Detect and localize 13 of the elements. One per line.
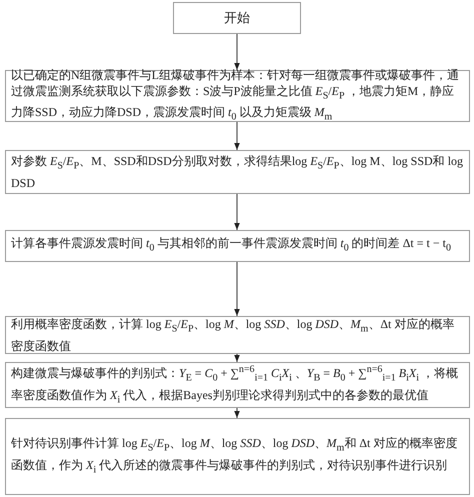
process-box: 针对待识别事件计算 log E$_{S}$/E$_{P}$、log M、log SSD、log DSD、M$_{m}$和 Δt 对应的概率密度函数值，作为 X$_{i}$ 代入所述的微震事件与爆破事件的判别式，对待识别事件进行识别 [5,418,470,495]
arrow [234,354,240,362]
process-box: 以已确定的N组微震事件与L组爆破事件为样本：针对每一组微震事件或爆破事件，通过微震监测系统获取以下震源参数：S波与P波能量之比值 E$_{S}$/E$_{P}$ ，地震力矩M，静应力降SSD，动应力降DSD，震源发震时间 t$_{0}$ 以及力矩震级 M$_{m}$ [5,70,470,122]
arrow [234,34,240,70]
start-box: 开始 [173,2,301,34]
arrow [234,262,240,316]
arrow [234,122,240,150]
arrow [234,194,240,230]
arrow [234,408,240,418]
process-box: 对参数 E$_{S}$/E$_{P}$、M、SSD和DSD分别取对数，求得结果log E$_{S}$/E$_{P}$、log M、log SSD和 log DSD [5,150,470,194]
process-box: 利用概率密度函数，计算 log E$_{S}$/E$_{P}$、log M、log SSD、log DSD、M$_{m}$、Δt 对应的概率密度函数值 [5,316,470,354]
process-box: 构建微震与爆破事件的判别式：Y$_{E}$ = C$_{0}$ + ∑$^{n=6}$$_{i=1}$ C$_{i}$X$_{i}$ 、Y$_{B}$ = B$_{0}$ + ∑$^{n=6}$$_{i=1}$ B$_{i}$X$_{i}$ ，将概率密度函数值作为 X$_{i}$ 代入，根据Bayes判别理论求得判别式中的各参数的最优值 [5,362,470,408]
process-box: 计算各事件震源发震时间 t$_{0}$ 与其相邻的前一事件震源发震时间 t$_{0}$ 的时间差 Δt = t − t$_{0}$ [5,230,470,262]
